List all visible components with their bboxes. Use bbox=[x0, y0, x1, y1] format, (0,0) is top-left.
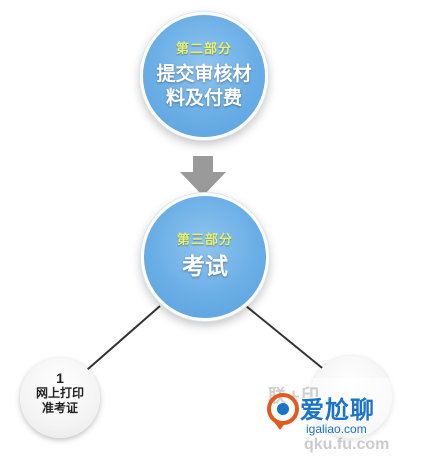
step-three-title-line: 考试 bbox=[182, 253, 228, 280]
down-arrow-icon bbox=[180, 156, 226, 196]
step-three-part-label: 第三部分 bbox=[176, 233, 233, 248]
substep-print-admission-ticket: 1 网上打印 准考证 bbox=[20, 358, 100, 438]
watermark-brand: 爱尬聊 bbox=[300, 396, 375, 424]
step-three-title: 考试 bbox=[182, 253, 228, 281]
connector-right bbox=[245, 305, 333, 377]
step-two-part-label: 第二部分 bbox=[175, 42, 232, 57]
step-two-title: 提交审核材 料及付费 bbox=[156, 62, 251, 110]
watermark-logo-icon bbox=[267, 393, 299, 430]
substep-text-line: 准考证 bbox=[41, 401, 78, 415]
watermark-backdrop bbox=[262, 378, 423, 458]
step-two-title-line: 料及付费 bbox=[165, 87, 242, 109]
watermark-url: igaliao.com bbox=[306, 422, 367, 436]
step-two-circle: 第二部分 提交审核材 料及付费 bbox=[140, 12, 268, 140]
connector-left bbox=[79, 305, 161, 377]
watermark-faint-url: qku.fu.com bbox=[304, 436, 390, 453]
watermark: 联+印 爱尬聊 igaliao.com qku.fu.com bbox=[262, 378, 423, 458]
substep-number: 1 bbox=[56, 370, 64, 386]
step-three-circle: 第三部分 考试 bbox=[141, 193, 269, 321]
substep-text-line: 网上打印 bbox=[35, 386, 84, 400]
watermark-faint-text: 联+印 bbox=[268, 386, 320, 407]
step-two-title-line: 提交审核材 bbox=[156, 63, 252, 85]
